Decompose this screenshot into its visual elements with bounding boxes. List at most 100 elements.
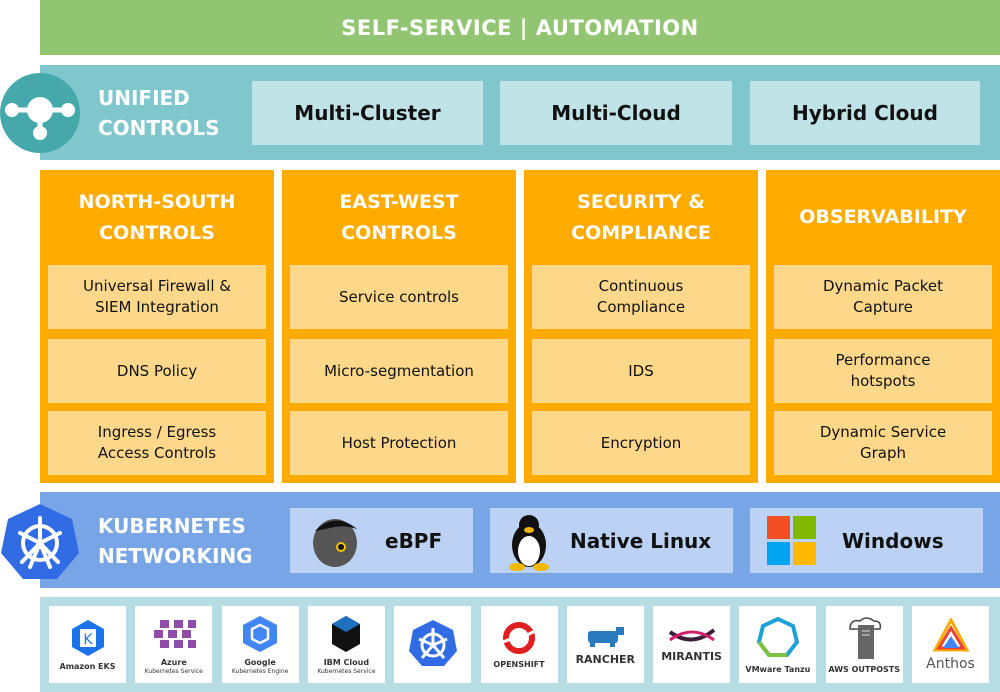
capability-item: Performance hotspots [774, 339, 992, 403]
capability-item: DNS Policy [48, 339, 266, 403]
self-service-banner: SELF-SERVICE | AUTOMATION [40, 0, 1000, 55]
google-gke-icon [240, 614, 280, 658]
capability-item: Micro-segmentation [290, 339, 508, 403]
platform-name: IBM Cloud [323, 657, 370, 667]
title-line: COMPLIANCE [571, 221, 711, 244]
title-line: SECURITY & [577, 190, 705, 213]
azure-aks-icon [152, 614, 197, 658]
capability-item: IDS [532, 339, 750, 403]
column-title: SECURITY & COMPLIANCE [524, 170, 758, 265]
title-line: NORTH-SOUTH [78, 190, 236, 213]
column-0: NORTH-SOUTH CONTROLS Universal Firewall & S… [40, 170, 274, 483]
ibm-cloud-icon [326, 614, 366, 658]
platform-tile: OPENSHIFT [480, 606, 558, 683]
platform-name: MIRANTIS [661, 650, 722, 663]
kubernetes-networking-label: KUBERNETES NETWORKING [98, 511, 253, 571]
windows-logo-icon [767, 515, 816, 565]
title-line: CONTROLS [341, 221, 457, 244]
platform-name: Google [244, 657, 276, 667]
platform-name: RANCHER [575, 653, 636, 666]
platform-name: OPENSHIFT [493, 659, 545, 669]
aws-outposts-icon [844, 615, 884, 665]
title-line: OBSERVABILITY [799, 206, 967, 228]
title-line: CONTROLS [99, 221, 215, 244]
tux-penguin-icon [509, 514, 549, 571]
item-line: Dynamic Service [819, 423, 947, 441]
platform-subtitle: Kubernetes Engine [231, 667, 289, 675]
item-line: Host Protection [341, 433, 457, 452]
platform-tile: K Amazon EKS [49, 606, 126, 683]
rancher-icon [580, 623, 630, 653]
amazon-eks-icon: K [68, 618, 108, 662]
capability-item: Encryption [532, 411, 750, 475]
kubernetes-icon [0, 502, 80, 580]
title-line: EAST-WEST [339, 190, 459, 213]
capability-item: Service controls [290, 265, 508, 329]
column-title: OBSERVABILITY [766, 170, 1000, 265]
platform-name: Amazon EKS [59, 661, 116, 671]
platform-tile: RANCHER [566, 606, 644, 683]
platform-tile: Anthos [912, 606, 989, 683]
label-line: CONTROLS [98, 116, 220, 140]
label-line: KUBERNETES [98, 514, 246, 538]
vmware-tanzu-icon [755, 615, 801, 665]
item-line: DNS Policy [116, 361, 198, 380]
unified-controls-label: UNIFIED CONTROLS [98, 83, 220, 143]
multi-cluster-box: Multi-Cluster [252, 81, 483, 145]
item-line: Capture [853, 298, 913, 316]
item-line: Access Controls [97, 444, 217, 462]
item-line: Performance [835, 351, 931, 369]
column-title: NORTH-SOUTH CONTROLS [40, 170, 274, 265]
hybrid-cloud-box: Hybrid Cloud [750, 81, 980, 145]
ebpf-label: eBPF [385, 528, 443, 553]
item-line: Continuous [598, 277, 684, 295]
svg-text:K: K [83, 632, 93, 648]
platform-name: VMware Tanzu [745, 664, 811, 674]
platform-tile: AWS OUTPOSTS [825, 606, 903, 683]
item-line: Dynamic Packet [823, 277, 943, 295]
platform-tile [394, 606, 472, 683]
kubernetes-icon [408, 618, 458, 672]
platform-subtitle: Kubernetes Service [317, 667, 376, 675]
ebpf-bee-icon [313, 518, 357, 567]
multi-cloud-box: Multi-Cloud [500, 81, 732, 145]
item-line: hotspots [850, 372, 916, 390]
mirantis-icon [667, 626, 717, 650]
openshift-icon [499, 620, 539, 660]
item-line: SIEM Integration [95, 298, 219, 316]
item-line: Universal Firewall & [83, 277, 231, 295]
label-line: NETWORKING [98, 544, 253, 568]
platform-tile: VMware Tanzu [739, 606, 817, 683]
ebpf-box: eBPF [290, 508, 473, 573]
platform-subtitle: Kubernetes Service [144, 667, 203, 675]
windows-label: Windows [842, 528, 944, 553]
item-line: Compliance [596, 298, 686, 316]
windows-box: Windows [750, 508, 983, 573]
item-line: IDS [628, 361, 654, 380]
platform-name: Azure [160, 657, 187, 667]
anthos-icon [931, 616, 971, 656]
native-linux-label: Native Linux [570, 528, 712, 553]
platform-tile: MIRANTIS [653, 606, 731, 683]
capability-item: Universal Firewall & SIEM Integration [48, 265, 266, 329]
native-linux-box: Native Linux [490, 508, 733, 573]
item-line: Service controls [338, 287, 459, 306]
item-line: Graph [859, 444, 906, 462]
platform-name: Anthos [926, 655, 975, 672]
item-line: Ingress / Egress [97, 423, 217, 441]
item-line: Micro-segmentation [324, 361, 474, 380]
capability-item: Host Protection [290, 411, 508, 475]
label-line: UNIFIED [98, 86, 190, 110]
hub-node-icon [0, 73, 80, 153]
platform-name: AWS OUTPOSTS [828, 664, 900, 674]
